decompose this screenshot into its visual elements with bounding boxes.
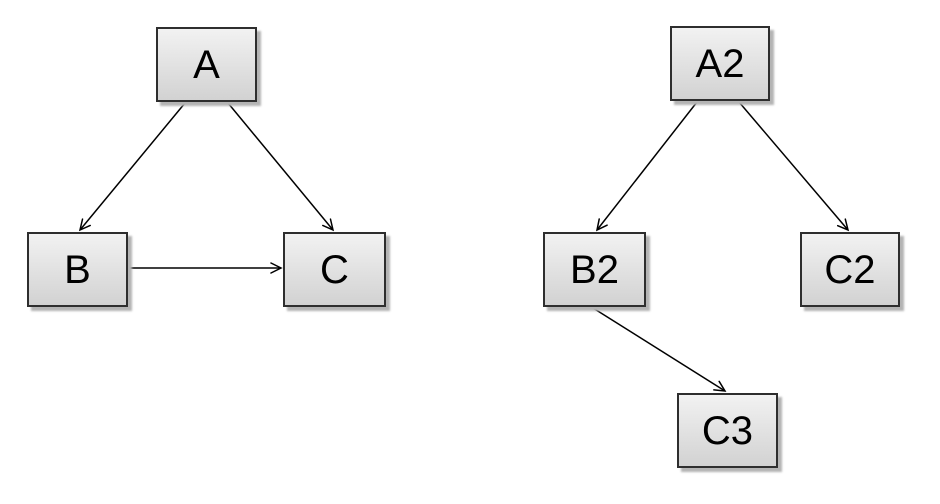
node-A2[interactable]: A2 [670, 26, 770, 101]
node-C[interactable]: C [283, 232, 386, 307]
node-C3[interactable]: C3 [677, 393, 778, 468]
edge-A-to-C [227, 102, 335, 232]
node-label-C3: C3 [701, 408, 754, 453]
node-label-B: B [64, 247, 91, 292]
node-label-A: A [193, 42, 220, 87]
node-B[interactable]: B [27, 232, 128, 307]
edge-A-to-B [78, 102, 186, 232]
node-label-B2: B2 [570, 247, 619, 292]
node-A[interactable]: A [156, 27, 257, 102]
edge-B2-to-C3 [592, 307, 727, 392]
edge-A2-to-B2 [595, 101, 698, 232]
node-B2[interactable]: B2 [543, 232, 646, 307]
node-label-C: C [320, 247, 349, 292]
edge-A2-to-C2 [738, 101, 850, 232]
node-label-C2: C2 [824, 247, 876, 292]
node-label-A2: A2 [695, 41, 745, 86]
node-C2[interactable]: C2 [800, 232, 900, 307]
